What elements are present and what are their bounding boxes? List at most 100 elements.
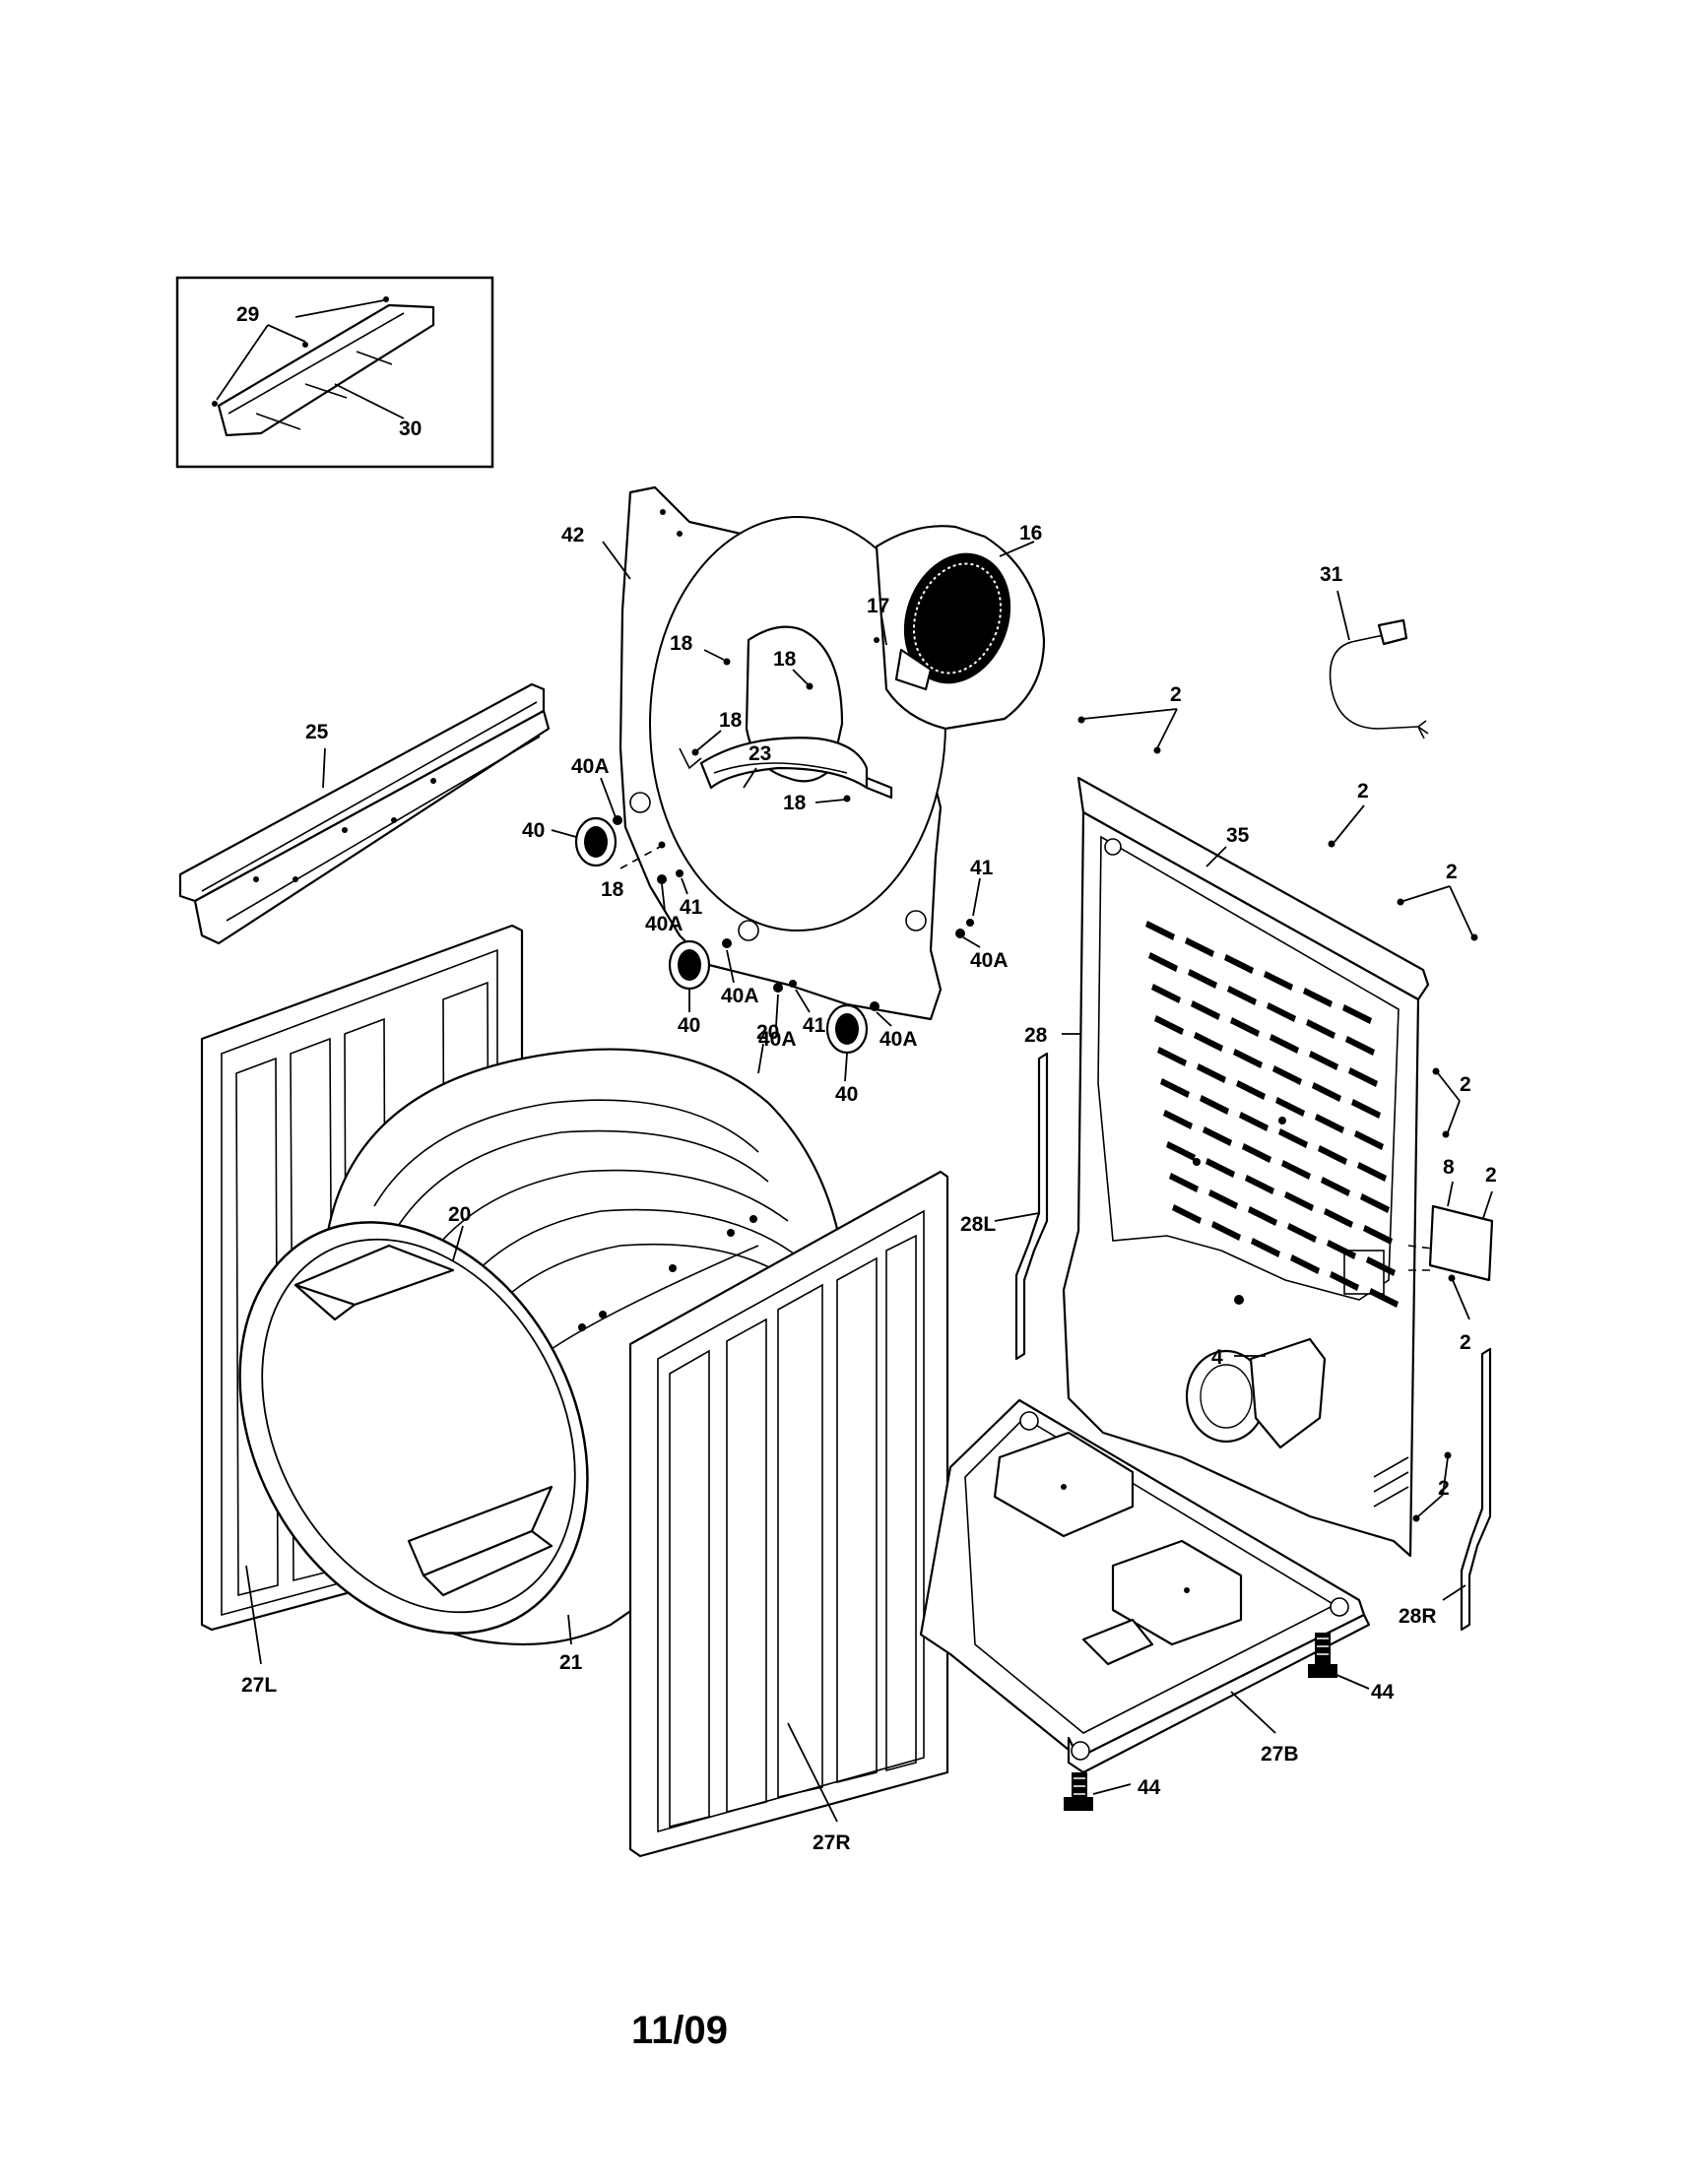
vent-slot xyxy=(1233,1049,1263,1068)
callout-2-c: 2 xyxy=(1446,861,1458,883)
part-28-rear-panel xyxy=(1062,776,1430,1558)
part-28R-rail xyxy=(1460,1347,1492,1632)
vent-slot xyxy=(1242,1143,1271,1163)
callout-40A-d: 40A xyxy=(758,1028,797,1051)
vent-slot xyxy=(1185,937,1214,957)
callout-40A-e: 40A xyxy=(879,1028,918,1051)
callout-28R: 28R xyxy=(1399,1605,1437,1628)
vent-slot xyxy=(1251,1238,1280,1257)
vent-slot xyxy=(1354,1130,1384,1150)
vent-slot xyxy=(1284,1191,1314,1211)
callout-41-c: 41 xyxy=(970,857,994,879)
callout-42: 42 xyxy=(561,524,584,546)
inset-baffle-detail xyxy=(175,276,494,469)
callout-35: 35 xyxy=(1226,824,1250,847)
vent-slot xyxy=(1239,1112,1269,1131)
vent-slot xyxy=(1315,1114,1344,1133)
vent-slot xyxy=(1330,1271,1359,1291)
vent-slot xyxy=(1172,1204,1202,1224)
part-44-foot-b xyxy=(1064,1772,1093,1811)
callout-8: 8 xyxy=(1443,1156,1455,1179)
vent-slot xyxy=(1309,1051,1338,1070)
vent-slot xyxy=(1369,1288,1399,1308)
vent-slot xyxy=(1275,1097,1305,1117)
diagram-date-code: 11/09 xyxy=(631,2009,728,2052)
vent-slot xyxy=(1166,1141,1196,1161)
callout-28L: 28L xyxy=(960,1213,996,1236)
callout-27L: 27L xyxy=(241,1674,277,1697)
vent-slot xyxy=(1227,986,1257,1005)
callout-44-a: 44 xyxy=(1371,1681,1395,1703)
callout-18-d: 18 xyxy=(783,792,807,814)
vent-slot-grid xyxy=(1145,921,1399,1308)
callout-23: 23 xyxy=(749,742,771,765)
vent-slot xyxy=(1287,1223,1317,1243)
vent-slot xyxy=(1230,1017,1260,1037)
callout-30: 30 xyxy=(399,418,422,440)
vent-slot xyxy=(1154,1015,1184,1035)
vent-slot xyxy=(1281,1160,1311,1180)
part-27B-base xyxy=(919,1398,1371,1774)
callout-29: 29 xyxy=(236,303,259,326)
vent-slot xyxy=(1248,1206,1277,1226)
vent-slot xyxy=(1318,1145,1347,1165)
callout-18-e: 18 xyxy=(601,878,624,901)
callout-27B: 27B xyxy=(1261,1743,1299,1766)
vent-slot xyxy=(1363,1225,1393,1245)
vent-slot xyxy=(1290,1254,1320,1274)
callout-40A-f: 40A xyxy=(970,949,1009,972)
callout-18-b: 18 xyxy=(773,648,797,671)
callout-2-e: 2 xyxy=(1485,1164,1497,1187)
callout-27R: 27R xyxy=(813,1831,851,1854)
part-27R-side-panel xyxy=(628,1170,949,1858)
part-8-cover-plate xyxy=(1407,1204,1494,1282)
rollers-group xyxy=(574,815,974,1055)
vent-slot xyxy=(1224,954,1254,974)
vent-slot xyxy=(1145,921,1175,940)
callout-40A-c: 40A xyxy=(721,985,759,1007)
callout-2-g: 2 xyxy=(1438,1477,1450,1500)
vent-slot xyxy=(1200,1095,1229,1115)
vent-slot xyxy=(1208,1189,1238,1209)
vent-slot xyxy=(1163,1110,1193,1129)
callout-20-a: 20 xyxy=(756,1021,779,1044)
callout-20-b: 20 xyxy=(448,1203,471,1226)
callout-40A-a: 40A xyxy=(571,755,610,778)
vent-slot xyxy=(1270,1034,1299,1054)
vent-slot xyxy=(1148,952,1178,972)
callout-18-c: 18 xyxy=(719,709,743,732)
vent-slot xyxy=(1303,988,1333,1007)
vent-slot xyxy=(1245,1175,1274,1194)
vent-slot xyxy=(1236,1080,1266,1100)
callout-21: 21 xyxy=(559,1651,583,1674)
callout-2-f: 2 xyxy=(1460,1331,1471,1354)
vent-slot xyxy=(1194,1032,1223,1052)
vent-slot xyxy=(1312,1082,1341,1102)
vent-slot xyxy=(1357,1162,1387,1182)
vent-slot xyxy=(1345,1036,1375,1056)
vent-slot xyxy=(1151,984,1181,1003)
callout-40-a: 40 xyxy=(522,819,545,842)
callout-2-d: 2 xyxy=(1460,1073,1471,1096)
vent-slot xyxy=(1191,1000,1220,1020)
vent-slot xyxy=(1342,1004,1372,1024)
part-42-bulkhead xyxy=(619,485,946,1021)
part-44-foot-a xyxy=(1308,1633,1337,1678)
callout-41-a: 41 xyxy=(680,896,703,919)
vent-slot xyxy=(1267,1002,1296,1022)
callout-41-b: 41 xyxy=(803,1014,826,1037)
vent-slot xyxy=(1351,1099,1381,1119)
callout-25: 25 xyxy=(305,721,329,743)
vent-slot xyxy=(1321,1177,1350,1196)
vent-slot xyxy=(1324,1208,1353,1228)
callout-40-b: 40 xyxy=(678,1014,700,1037)
vent-slot xyxy=(1366,1256,1396,1276)
callout-2-a: 2 xyxy=(1170,683,1182,706)
callout-28: 28 xyxy=(1024,1024,1048,1047)
part-28L-rail xyxy=(1014,1052,1049,1361)
vent-slot xyxy=(1160,1078,1190,1098)
vent-slot xyxy=(1360,1193,1390,1213)
callout-40A-b: 40A xyxy=(645,913,684,935)
vent-slot xyxy=(1272,1065,1302,1085)
